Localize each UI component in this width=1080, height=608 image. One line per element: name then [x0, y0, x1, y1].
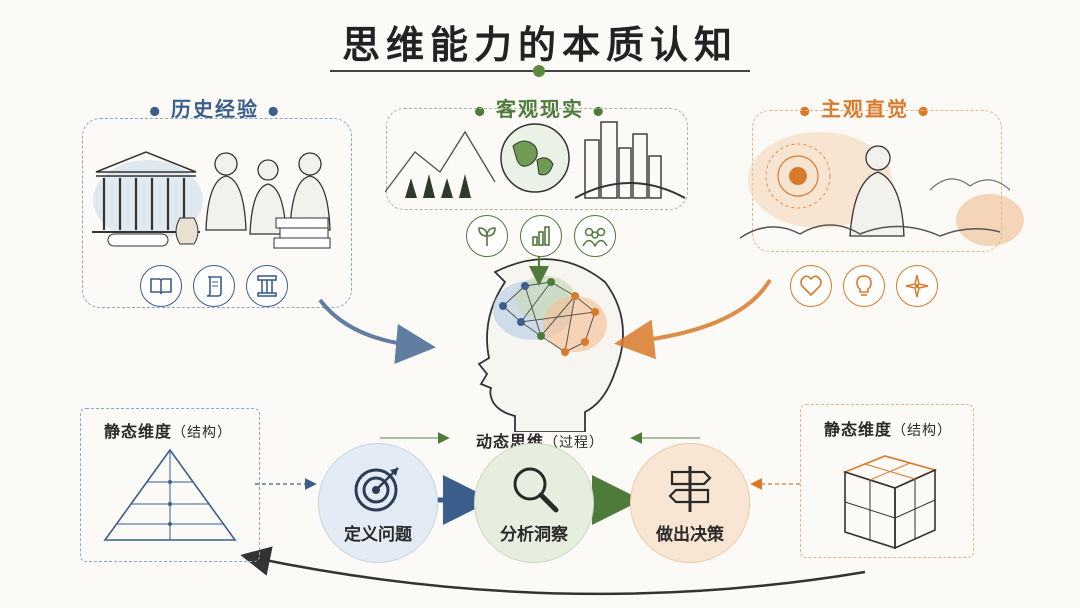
step-label: 做出决策 [656, 524, 724, 545]
step-define-problem: 定义问题 [318, 443, 438, 563]
cube-icon [842, 455, 938, 550]
static-left-panel [80, 408, 260, 562]
column-icon [246, 265, 288, 307]
history-panel [82, 118, 352, 308]
scroll-icon [193, 265, 235, 307]
book-icon [140, 265, 182, 307]
reality-panel [386, 108, 688, 210]
step-analyze-insight: 分析洞察 [474, 443, 594, 563]
reality-section-title: ● 客观现实 ● [474, 97, 606, 121]
static-left-title: 静态维度（结构） [104, 422, 233, 441]
compass-star-icon [896, 265, 938, 307]
page-title: 思维能力的本质认知 [341, 22, 738, 67]
heart-icon [790, 265, 832, 307]
static-right-title: 静态维度（结构） [824, 420, 953, 439]
step-label: 定义问题 [344, 524, 412, 545]
head-brain-illustration [477, 258, 624, 432]
people-icon [574, 215, 616, 257]
history-illustration [92, 151, 331, 249]
target-icon [354, 466, 399, 511]
intuition-illustration [740, 132, 1024, 246]
magnifier-icon [513, 467, 559, 512]
step-label: 分析洞察 [500, 524, 568, 545]
reality-illustration [385, 121, 686, 199]
step-make-decision: 做出决策 [630, 443, 750, 563]
history-section-title: ● 历史经验 ● [149, 97, 281, 121]
signpost-icon [668, 465, 712, 512]
title-divider-dot [533, 65, 545, 77]
bar-chart-icon [520, 215, 562, 257]
pyramid-icon [103, 448, 237, 541]
static-right-panel [800, 404, 974, 558]
sprout-icon [466, 215, 508, 257]
lightbulb-icon [843, 265, 885, 307]
